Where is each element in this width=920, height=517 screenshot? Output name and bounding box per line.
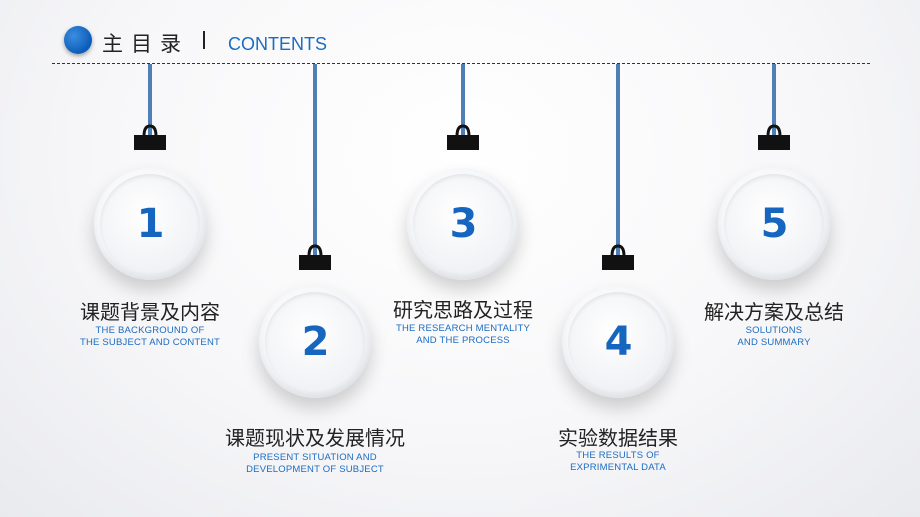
hanging-string — [148, 64, 152, 144]
ornament-ball: 3 — [407, 168, 519, 280]
hanging-string — [616, 64, 620, 262]
item-subtitle-line1: PRESENT SITUATION AND — [253, 452, 377, 463]
page-subtitle: CONTENTS — [228, 34, 327, 54]
binder-clip-icon — [447, 124, 479, 150]
hanging-string — [313, 64, 317, 262]
ornament-ball: 2 — [259, 286, 371, 398]
ornament-ball: 5 — [718, 168, 830, 280]
item-subtitle-line2: THE SUBJECT AND CONTENT — [79, 337, 221, 348]
item-subtitle-line1: THE BACKGROUND OF — [95, 325, 205, 336]
binder-clip-icon — [602, 244, 634, 270]
item-number: 1 — [136, 201, 165, 247]
item-subtitle-line2: AND THE PROCESS — [416, 335, 510, 346]
header-dashed-line — [52, 63, 870, 64]
item-subtitle-line2: AND SUMMARY — [737, 337, 811, 348]
item-number: 4 — [604, 319, 633, 365]
item-subtitle-line1: THE RESULTS OF — [576, 450, 660, 461]
item-number: 2 — [301, 319, 330, 365]
ornament-ball: 4 — [562, 286, 674, 398]
item-subtitle-line2: DEVELOPMENT OF SUBJECT — [246, 464, 384, 475]
header-dot-icon — [64, 26, 92, 54]
binder-clip-icon — [299, 244, 331, 270]
item-subtitle-line1: THE RESEARCH MENTALITY — [395, 323, 531, 334]
item-subtitle-line1: SOLUTIONS — [745, 325, 803, 336]
binder-clip-icon — [134, 124, 166, 150]
item-subtitle-line2: EXPRIMENTAL DATA — [570, 462, 666, 473]
item-title: 研究思路及过程 — [393, 298, 533, 322]
item-title: 实验数据结果 — [558, 426, 678, 450]
item-title: 课题背景及内容 — [80, 300, 220, 324]
page-title: 主目录 — [102, 32, 189, 56]
item-number: 3 — [449, 201, 478, 247]
item-title: 解决方案及总结 — [704, 300, 844, 324]
binder-clip-icon — [758, 124, 790, 150]
hanging-string — [772, 64, 776, 144]
item-title: 课题现状及发展情况 — [225, 426, 405, 450]
ornament-ball: 1 — [94, 168, 206, 280]
header-divider — [203, 31, 205, 49]
hanging-string — [461, 64, 465, 144]
item-number: 5 — [760, 201, 789, 247]
